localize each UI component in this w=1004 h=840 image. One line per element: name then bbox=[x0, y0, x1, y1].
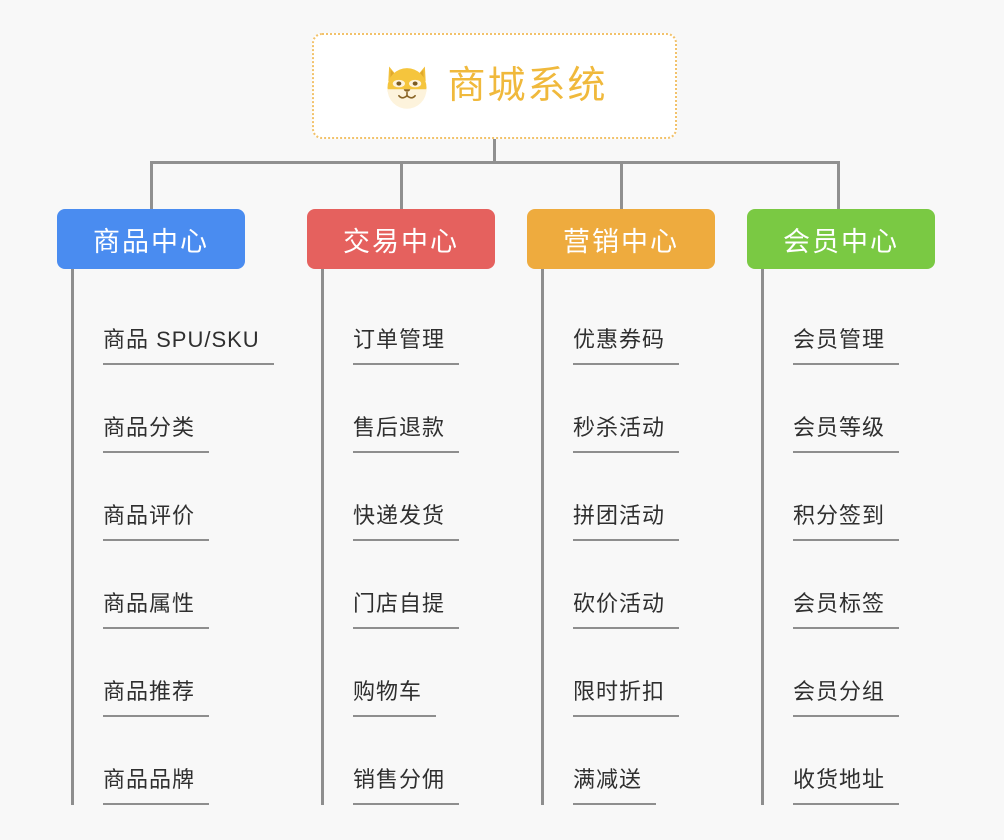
list-item[interactable]: 秒杀活动 bbox=[544, 365, 715, 453]
list-item-label: 会员管理 bbox=[793, 322, 900, 365]
list-item-label: 限时折扣 bbox=[573, 674, 680, 717]
column-items-marketing-center: 优惠券码 秒杀活动 拼团活动 砍价活动 限时折扣 满减送 bbox=[541, 269, 715, 805]
list-item-label: 商品品牌 bbox=[103, 762, 210, 805]
column-product-center: 商品中心 商品 SPU/SKU 商品分类 商品评价 商品属性 商品推荐 商品品牌 bbox=[57, 209, 274, 805]
list-item[interactable]: 销售分佣 bbox=[324, 717, 495, 805]
list-item[interactable]: 商品分类 bbox=[74, 365, 245, 453]
list-item[interactable]: 会员管理 bbox=[764, 277, 935, 365]
list-item-label: 积分签到 bbox=[793, 498, 900, 541]
list-item-label: 商品分类 bbox=[103, 410, 210, 453]
list-item-label: 满减送 bbox=[573, 762, 657, 805]
dog-face-icon bbox=[381, 60, 433, 112]
column-header-member-center[interactable]: 会员中心 bbox=[747, 209, 935, 269]
connector-drop-3 bbox=[620, 161, 623, 209]
list-item-label: 砍价活动 bbox=[573, 586, 680, 629]
list-item-label: 会员标签 bbox=[793, 586, 900, 629]
column-header-product-center[interactable]: 商品中心 bbox=[57, 209, 245, 269]
list-item[interactable]: 购物车 bbox=[324, 629, 495, 717]
root-title: 商城系统 bbox=[447, 65, 608, 107]
list-item-label: 订单管理 bbox=[353, 322, 460, 365]
column-marketing-center: 营销中心 优惠券码 秒杀活动 拼团活动 砍价活动 限时折扣 满减送 bbox=[527, 209, 715, 805]
list-item[interactable]: 商品推荐 bbox=[74, 629, 245, 717]
list-item-label: 商品属性 bbox=[103, 586, 210, 629]
list-item[interactable]: 砍价活动 bbox=[544, 541, 715, 629]
list-item[interactable]: 会员等级 bbox=[764, 365, 935, 453]
column-header-label: 营销中心 bbox=[563, 226, 679, 257]
list-item-label: 销售分佣 bbox=[353, 762, 460, 805]
list-item[interactable]: 售后退款 bbox=[324, 365, 495, 453]
list-item-label: 商品推荐 bbox=[103, 674, 210, 717]
column-items-trade-center: 订单管理 售后退款 快递发货 门店自提 购物车 销售分佣 bbox=[321, 269, 495, 805]
list-item[interactable]: 商品品牌 bbox=[74, 717, 245, 805]
column-items-member-center: 会员管理 会员等级 积分签到 会员标签 会员分组 收货地址 bbox=[761, 269, 935, 805]
list-item[interactable]: 商品 SPU/SKU bbox=[74, 277, 274, 365]
column-header-marketing-center[interactable]: 营销中心 bbox=[527, 209, 715, 269]
list-item[interactable]: 商品属性 bbox=[74, 541, 245, 629]
list-item-label: 购物车 bbox=[353, 674, 437, 717]
list-item-label: 会员等级 bbox=[793, 410, 900, 453]
list-item-label: 收货地址 bbox=[793, 762, 900, 805]
list-item[interactable]: 会员分组 bbox=[764, 629, 935, 717]
list-item-label: 商品 SPU/SKU bbox=[103, 322, 274, 365]
list-item-label: 门店自提 bbox=[353, 586, 460, 629]
column-items-product-center: 商品 SPU/SKU 商品分类 商品评价 商品属性 商品推荐 商品品牌 bbox=[71, 269, 274, 805]
list-item[interactable]: 优惠券码 bbox=[544, 277, 715, 365]
connector-drop-4 bbox=[837, 161, 840, 209]
connector-drop-1 bbox=[150, 161, 153, 209]
list-item[interactable]: 满减送 bbox=[544, 717, 715, 805]
list-item-label: 秒杀活动 bbox=[573, 410, 680, 453]
column-member-center: 会员中心 会员管理 会员等级 积分签到 会员标签 会员分组 收货地址 bbox=[747, 209, 935, 805]
column-header-label: 交易中心 bbox=[343, 226, 459, 257]
column-header-label: 商品中心 bbox=[93, 226, 209, 257]
root-node[interactable]: 商城系统 bbox=[312, 33, 677, 139]
connector-root-stem bbox=[493, 139, 496, 163]
column-header-label: 会员中心 bbox=[783, 226, 899, 257]
list-item[interactable]: 拼团活动 bbox=[544, 453, 715, 541]
column-header-trade-center[interactable]: 交易中心 bbox=[307, 209, 495, 269]
list-item-label: 拼团活动 bbox=[573, 498, 680, 541]
column-trade-center: 交易中心 订单管理 售后退款 快递发货 门店自提 购物车 销售分佣 bbox=[307, 209, 495, 805]
list-item-label: 优惠券码 bbox=[573, 322, 680, 365]
list-item[interactable]: 商品评价 bbox=[74, 453, 245, 541]
list-item-label: 售后退款 bbox=[353, 410, 460, 453]
list-item-label: 商品评价 bbox=[103, 498, 210, 541]
list-item[interactable]: 会员标签 bbox=[764, 541, 935, 629]
connector-drop-2 bbox=[400, 161, 403, 209]
list-item[interactable]: 门店自提 bbox=[324, 541, 495, 629]
list-item[interactable]: 积分签到 bbox=[764, 453, 935, 541]
list-item[interactable]: 收货地址 bbox=[764, 717, 935, 805]
list-item-label: 会员分组 bbox=[793, 674, 900, 717]
list-item[interactable]: 限时折扣 bbox=[544, 629, 715, 717]
list-item[interactable]: 快递发货 bbox=[324, 453, 495, 541]
connector-horizontal-bus bbox=[150, 161, 840, 164]
list-item-label: 快递发货 bbox=[353, 498, 460, 541]
list-item[interactable]: 订单管理 bbox=[324, 277, 495, 365]
